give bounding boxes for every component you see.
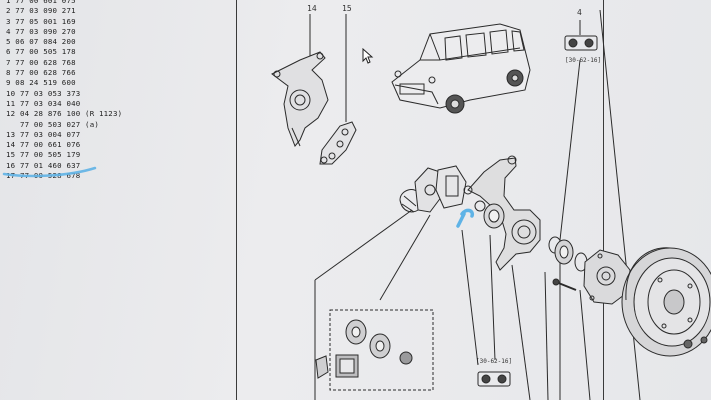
callout-15: 15 xyxy=(342,4,352,13)
highlight-underline xyxy=(2,166,97,178)
parts-list-row: 11 77 03 034 040 xyxy=(6,98,81,108)
parts-list-row: 9 08 24 519 600 xyxy=(6,78,76,88)
parts-list-row: 5 06 07 084 200 xyxy=(6,37,76,47)
wheel-hub xyxy=(583,249,631,305)
parts-list-row: 7 77 00 628 768 xyxy=(6,57,76,67)
repair-kit-box xyxy=(329,309,434,391)
wheel-nut-2 xyxy=(700,336,708,344)
parts-list-row: 16 77 01 460 637 xyxy=(6,160,81,170)
bracket-stub xyxy=(315,355,329,379)
parts-list-row: 8 77 00 628 766 xyxy=(6,68,76,78)
highlight-mark xyxy=(456,208,475,228)
column-divider-right xyxy=(603,0,604,400)
parts-list-row: 77 00 503 027 (a) xyxy=(6,119,99,129)
bracket-plate xyxy=(319,121,357,165)
steering-knuckle-upper xyxy=(271,51,329,147)
parts-list-row: 13 77 03 004 077 xyxy=(6,129,81,139)
callout-4: 4 xyxy=(577,8,582,17)
bearing-right xyxy=(548,236,588,272)
spacer-part-bottom xyxy=(477,371,511,387)
mouse-pointer-icon xyxy=(362,48,374,64)
spacer-part-top xyxy=(564,35,598,51)
seal-ring xyxy=(474,200,486,212)
dimension-label-top: [30-62-16] xyxy=(565,57,602,64)
car-illustration xyxy=(391,23,531,114)
gasket-plate xyxy=(435,165,467,209)
column-divider xyxy=(236,0,237,400)
parts-list-row: 6 77 00 505 178 xyxy=(6,47,76,57)
parts-list-row: 12 04 28 876 100 (R 1123) xyxy=(6,109,123,119)
callout-14: 14 xyxy=(307,4,317,13)
parts-list-row: 14 77 00 661 076 xyxy=(6,140,81,150)
wheel-nut xyxy=(683,339,693,349)
parts-list-row: 4 77 03 090 270 xyxy=(6,26,76,36)
parts-list-row: 10 77 03 053 373 xyxy=(6,88,81,98)
parts-list-row: 15 77 00 505 179 xyxy=(6,150,81,160)
dimension-label-bottom: [30-62-16] xyxy=(476,358,513,365)
parts-list-row: 2 77 03 090 271 xyxy=(6,6,76,16)
brake-drum xyxy=(621,247,711,357)
parts-list-row: 1 77 00 601 075 xyxy=(6,0,76,5)
bearing-left xyxy=(483,203,505,229)
parts-list-row: 3 77 05 001 169 xyxy=(6,16,76,26)
wheel-bolt xyxy=(552,278,577,291)
